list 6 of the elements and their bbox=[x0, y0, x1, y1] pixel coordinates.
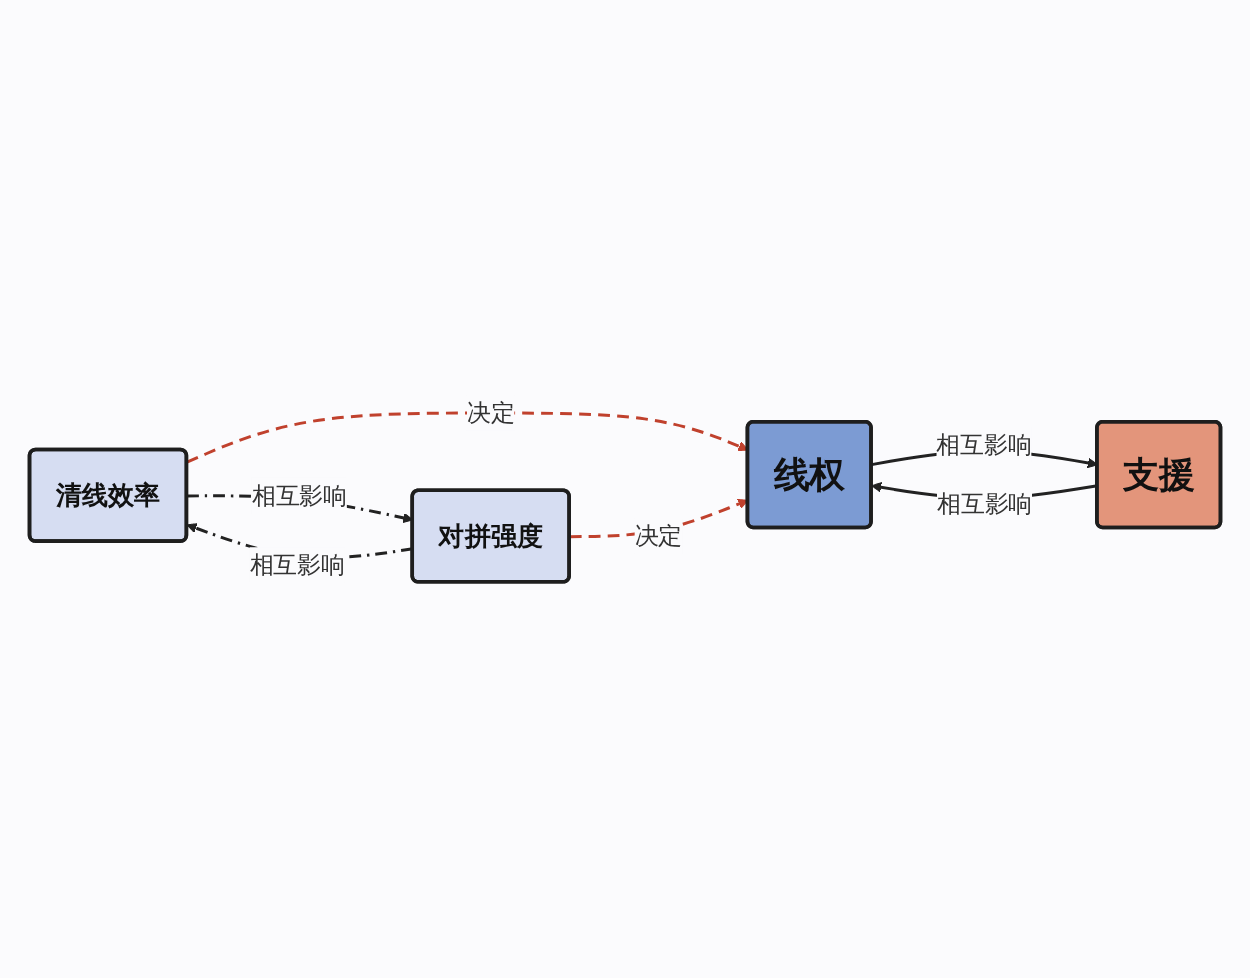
edge-label: 相互影响 bbox=[936, 430, 1032, 460]
edge-label: 决定 bbox=[466, 398, 515, 428]
edge-label: 相互影响 bbox=[249, 550, 345, 580]
edge-label: 决定 bbox=[634, 521, 683, 551]
edge-label: 相互影响 bbox=[251, 481, 347, 510]
edge-label: 相互影响 bbox=[936, 489, 1033, 519]
